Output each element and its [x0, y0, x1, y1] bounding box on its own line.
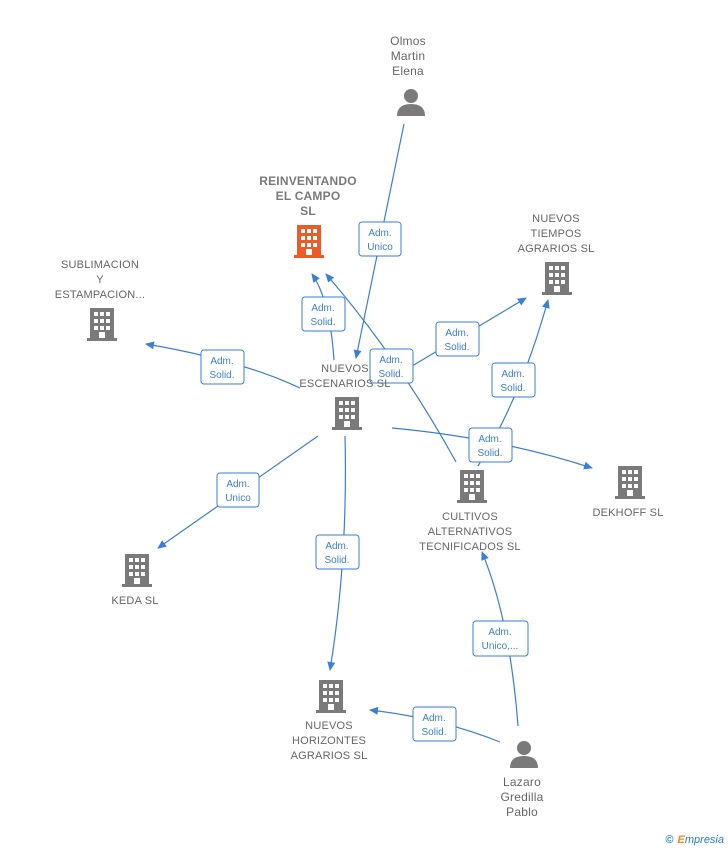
svg-text:Solid.: Solid.	[477, 448, 502, 459]
relation-box[interactable]: Adm. Unico	[358, 221, 402, 257]
svg-text:Unico: Unico	[225, 493, 251, 504]
node-keda[interactable]: KEDA SL	[111, 554, 158, 607]
svg-text:Y: Y	[96, 274, 104, 286]
relation-box[interactable]: Adm. Unico,...	[472, 620, 529, 657]
svg-text:Adm.: Adm.	[478, 434, 501, 445]
svg-text:CULTIVOS: CULTIVOS	[442, 511, 498, 523]
svg-text:ESCENARIOS SL: ESCENARIOS SL	[299, 378, 390, 390]
node-lazaro-gredilla-pablo[interactable]: Lazaro Gredilla Pablo	[501, 741, 544, 819]
node-nuevos-tiempos-agrarios[interactable]: NUEVOS TIEMPOS AGRARIOS SL	[518, 213, 595, 295]
node-nuevos-escenarios[interactable]: NUEVOS ESCENARIOS SL	[299, 363, 390, 430]
building-icon	[542, 262, 572, 295]
svg-text:NUEVOS: NUEVOS	[305, 720, 353, 732]
svg-text:Lazaro: Lazaro	[503, 775, 541, 789]
svg-text:Adm.: Adm.	[325, 541, 348, 552]
node-reinventando-el-campo[interactable]: REINVENTANDO EL CAMPO SL	[259, 174, 357, 258]
svg-text:Martin: Martin	[391, 49, 426, 63]
svg-text:Solid.: Solid.	[444, 342, 469, 353]
svg-text:Olmos: Olmos	[390, 34, 426, 48]
building-icon	[615, 466, 645, 499]
node-olmos-martin-elena[interactable]: Olmos Martin Elena	[390, 34, 426, 116]
brand-logo-initial: E	[677, 834, 685, 846]
person-icon	[510, 741, 538, 768]
svg-text:TECNIFICADOS SL: TECNIFICADOS SL	[419, 541, 520, 553]
svg-text:Solid.: Solid.	[324, 555, 349, 566]
svg-text:NUEVOS: NUEVOS	[532, 213, 580, 225]
building-icon	[294, 225, 324, 258]
svg-text:Adm.: Adm.	[445, 328, 468, 339]
svg-text:NUEVOS: NUEVOS	[321, 363, 369, 375]
svg-text:Adm.: Adm.	[368, 228, 391, 239]
relation-box[interactable]: Adm. Solid.	[435, 321, 480, 357]
node-cultivos-alternativos[interactable]: CULTIVOS ALTERNATIVOS TECNIFICADOS SL	[419, 470, 521, 553]
svg-text:Solid.: Solid.	[421, 727, 446, 738]
relation-box[interactable]: Adm. Solid.	[369, 348, 414, 384]
relation-box[interactable]: Adm. Solid.	[200, 349, 245, 385]
svg-text:TIEMPOS: TIEMPOS	[531, 228, 582, 240]
svg-text:Solid.: Solid.	[500, 383, 525, 394]
svg-text:Solid.: Solid.	[310, 317, 335, 328]
svg-text:DEKHOFF SL: DEKHOFF SL	[592, 507, 663, 519]
building-icon	[332, 397, 362, 430]
person-icon	[397, 89, 425, 116]
relation-box[interactable]: Adm. Solid.	[315, 534, 360, 570]
svg-text:AGRARIOS SL: AGRARIOS SL	[518, 243, 595, 255]
node-dekhoff[interactable]: DEKHOFF SL	[592, 466, 663, 519]
svg-text:KEDA SL: KEDA SL	[111, 595, 158, 607]
svg-text:Pablo: Pablo	[506, 805, 538, 819]
svg-text:HORIZONTES: HORIZONTES	[292, 735, 366, 747]
node-sublimacion-estampacion[interactable]: SUBLIMACION Y ESTAMPACION...	[55, 259, 145, 341]
footer-brand: ©Empresia	[665, 834, 724, 846]
relation-box[interactable]: Adm. Solid.	[491, 362, 536, 398]
svg-text:Adm.: Adm.	[488, 627, 511, 638]
svg-text:Unico,...: Unico,...	[482, 641, 519, 652]
svg-text:EL CAMPO: EL CAMPO	[276, 189, 341, 203]
building-icon	[457, 470, 487, 503]
svg-text:AGRARIOS SL: AGRARIOS SL	[291, 750, 368, 762]
relation-box[interactable]: Adm. Unico	[216, 472, 260, 508]
relation-box[interactable]: Adm. Solid.	[412, 706, 457, 742]
svg-text:Adm.: Adm.	[422, 713, 445, 724]
svg-text:Adm.: Adm.	[379, 355, 402, 366]
svg-text:Adm.: Adm.	[210, 356, 233, 367]
svg-text:ESTAMPACION...: ESTAMPACION...	[55, 289, 145, 301]
svg-text:Unico: Unico	[367, 242, 393, 253]
svg-text:SL: SL	[300, 204, 316, 218]
building-icon	[87, 308, 117, 341]
node-nuevos-horizontes-agrarios[interactable]: NUEVOS HORIZONTES AGRARIOS SL	[291, 680, 368, 762]
svg-text:Elena: Elena	[392, 64, 424, 78]
brand-logo-text: mpresia	[684, 834, 724, 846]
svg-text:REINVENTANDO: REINVENTANDO	[259, 174, 357, 188]
relation-box[interactable]: Adm. Solid.	[468, 427, 513, 463]
svg-text:Adm.: Adm.	[311, 303, 334, 314]
svg-text:SUBLIMACION: SUBLIMACION	[61, 259, 139, 271]
svg-text:Solid.: Solid.	[209, 370, 234, 381]
svg-text:Adm.: Adm.	[226, 479, 249, 490]
relation-box[interactable]: Adm. Solid.	[301, 296, 346, 332]
svg-text:ALTERNATIVOS: ALTERNATIVOS	[428, 526, 513, 538]
building-icon	[122, 554, 152, 587]
copyright-icon: ©	[665, 834, 674, 846]
svg-text:Adm.: Adm.	[501, 369, 524, 380]
svg-text:Gredilla: Gredilla	[501, 790, 544, 804]
relation-labels: Adm. Unico Adm. Solid. Adm. Solid. Adm. …	[200, 221, 536, 742]
building-icon	[316, 680, 346, 713]
svg-text:Solid.: Solid.	[378, 369, 403, 380]
